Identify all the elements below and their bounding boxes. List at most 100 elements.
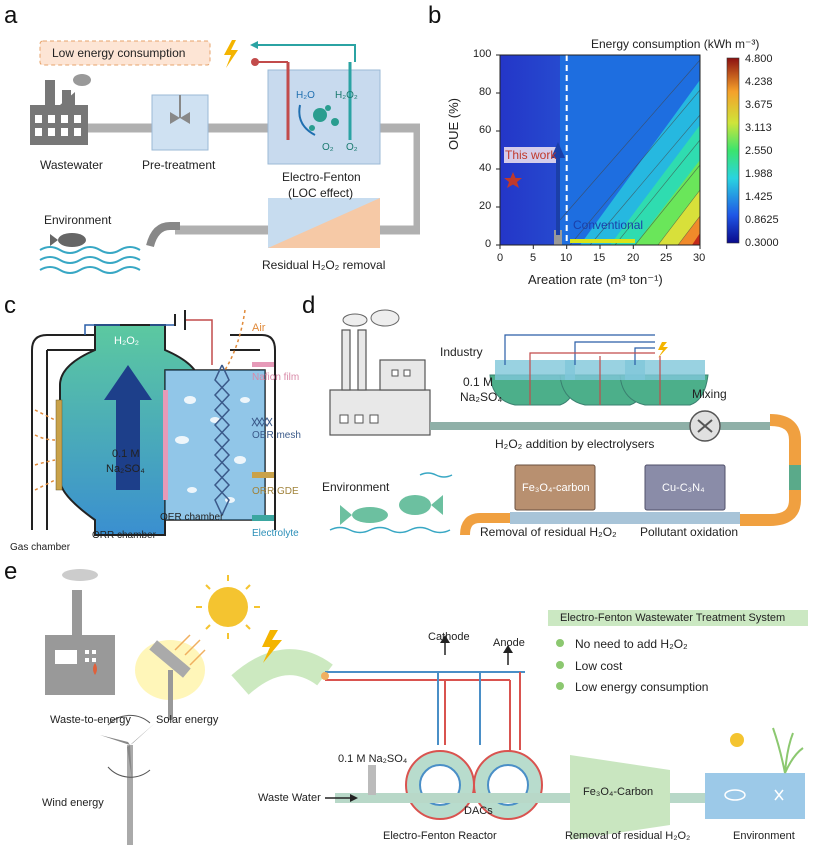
residual-removal-label: Residual H₂O₂ removal bbox=[262, 258, 386, 272]
panel-e-system-diagram bbox=[45, 569, 808, 845]
addition-label: H₂O₂ addition by electrolysers bbox=[495, 437, 655, 451]
x-tick-0: 0 bbox=[497, 252, 504, 264]
solar-panel-icon bbox=[149, 640, 191, 678]
wind-energy-label: Wind energy bbox=[42, 797, 104, 809]
gas-chamber-label: Gas chamber bbox=[10, 542, 71, 553]
e-environment-label: Environment bbox=[733, 830, 795, 842]
waste-water-label: Waste Water bbox=[258, 792, 321, 804]
industry-label: Industry bbox=[440, 345, 483, 359]
dacs-label: DACs bbox=[464, 805, 493, 817]
waste-to-energy-label: Waste-to-energy bbox=[50, 714, 131, 726]
x-tick-1: 5 bbox=[530, 252, 537, 264]
y-tick-0: 0 bbox=[485, 238, 492, 250]
environment-fish-icons bbox=[329, 472, 453, 534]
solar-energy-label: Solar energy bbox=[156, 714, 219, 726]
h2o2-label: H₂O₂ bbox=[335, 90, 358, 101]
cb-tick-1: 4.238 bbox=[745, 76, 773, 88]
o2-label-1: O₂ bbox=[322, 142, 334, 153]
wind-turbine-icon bbox=[100, 714, 155, 845]
cb-tick-4: 2.550 bbox=[745, 145, 773, 157]
pollutant-label: Pollutant oxidation bbox=[640, 525, 739, 539]
this-work-label: This work bbox=[505, 148, 557, 162]
panel-d-process-diagram bbox=[329, 309, 801, 536]
electrolyser-icons bbox=[489, 360, 709, 406]
cu-c3n4-reactor bbox=[644, 464, 726, 511]
cb-tick-8: 0.3000 bbox=[745, 237, 779, 249]
electro-fenton-cell-icon bbox=[267, 62, 381, 165]
orr-gde-label: ORR GDE bbox=[252, 486, 299, 497]
low-energy-label: Low energy consumption bbox=[52, 46, 186, 60]
oer-mesh-label: OER mesh bbox=[252, 430, 301, 441]
lightning-icon bbox=[224, 40, 238, 68]
x-axis-label: Areation rate (m³ ton⁻¹) bbox=[528, 272, 663, 287]
fe3o4-carbon-label: Fe₃O₄-carbon bbox=[522, 482, 590, 494]
waste-to-energy-icon bbox=[45, 569, 115, 695]
panel-c-letter: c bbox=[4, 292, 16, 319]
e-removal-label: Removal of residual H₂O₂ bbox=[565, 830, 691, 842]
cb-tick-5: 1.988 bbox=[745, 168, 773, 180]
bullet-1: No need to add H₂O₂ bbox=[575, 637, 688, 651]
c-air-label: Air bbox=[252, 322, 266, 334]
c-salt-label: Na₂SO₄ bbox=[106, 463, 145, 475]
environment-fish-icon bbox=[39, 233, 141, 274]
electrolyte-label: Electrolyte bbox=[252, 528, 299, 539]
y-tick-100: 100 bbox=[473, 48, 492, 60]
oer-chamber-label: OER chamber bbox=[160, 512, 224, 523]
cb-tick-2: 3.675 bbox=[745, 99, 773, 111]
cb-tick-3: 3.113 bbox=[745, 122, 772, 134]
o2-label-2: O₂ bbox=[346, 142, 358, 153]
bullet-2: Low cost bbox=[575, 659, 623, 673]
y-tick-40: 40 bbox=[479, 162, 492, 174]
na2so4-label: 0.1 M Na₂SO₄ bbox=[338, 753, 408, 765]
mixing-label: Mixing bbox=[692, 387, 727, 401]
this-work-star bbox=[504, 172, 522, 188]
y-tick-20: 20 bbox=[479, 200, 492, 212]
electro-fenton-label: Electro-Fenton bbox=[282, 170, 361, 184]
nafion-label: Nafion film bbox=[252, 372, 300, 383]
pretreatment-label: Pre-treatment bbox=[142, 158, 216, 172]
c-conc-label: 0.1 M bbox=[112, 448, 140, 460]
y-tick-80: 80 bbox=[479, 86, 492, 98]
orr-chamber-label: ORR chamber bbox=[92, 530, 156, 541]
environment-tank bbox=[705, 773, 805, 819]
h2o-label: H₂O bbox=[296, 90, 315, 101]
y-tick-60: 60 bbox=[479, 124, 492, 136]
reactor-label: Electro-Fenton Reactor bbox=[383, 830, 497, 842]
cb-tick-6: 1.425 bbox=[745, 191, 773, 203]
system-title-box bbox=[548, 610, 808, 626]
loc-effect-label: (LOC effect) bbox=[288, 186, 354, 200]
d-salt-label: Na₂SO₄ bbox=[460, 390, 503, 404]
outlet-pipe-icon bbox=[146, 222, 180, 248]
panel-d-letter: d bbox=[302, 292, 316, 319]
panel-c-reactor-diagram bbox=[31, 309, 276, 536]
e-fe3o4-label: Fe₃O₄-Carbon bbox=[583, 786, 654, 798]
cb-tick-0: 4.800 bbox=[745, 53, 773, 65]
panel-e-letter: e bbox=[4, 558, 18, 585]
d-conc-label: 0.1 M bbox=[463, 375, 494, 389]
x-tick-3: 15 bbox=[593, 252, 606, 264]
cathode-label: Cathode bbox=[428, 631, 470, 643]
fe3o4-carbon-reactor bbox=[514, 464, 596, 511]
panel-a-letter: a bbox=[4, 2, 18, 29]
residual-removal-box bbox=[268, 198, 380, 248]
x-tick-5: 25 bbox=[660, 252, 673, 264]
colorbar-title: Energy consumption (kWh m⁻³) bbox=[591, 37, 760, 51]
cb-tick-7: 0.8625 bbox=[745, 214, 779, 226]
industry-factory-icon bbox=[329, 329, 431, 436]
panel-a-diagram bbox=[30, 40, 420, 274]
system-title: Electro-Fenton Wastewater Treatment Syst… bbox=[560, 612, 786, 624]
panel-b-letter: b bbox=[428, 2, 442, 29]
wastewater-label: Wastewater bbox=[40, 158, 103, 172]
cu-c3n4-label: Cu-C₃N₄ bbox=[662, 482, 705, 494]
pretreatment-tank-icon bbox=[151, 94, 209, 151]
panel-c-legend-swatches bbox=[251, 362, 274, 521]
d-environment-label: Environment bbox=[322, 480, 390, 494]
panel-b-contour-chart bbox=[496, 54, 740, 249]
x-tick-4: 20 bbox=[627, 252, 640, 264]
d-removal-label: Removal of residual H₂O₂ bbox=[480, 525, 617, 539]
factory-icon bbox=[30, 74, 91, 145]
colorbar bbox=[726, 57, 740, 244]
sun-icon bbox=[208, 587, 248, 627]
bullet-3: Low energy consumption bbox=[575, 680, 709, 694]
environment-label: Environment bbox=[44, 213, 112, 227]
